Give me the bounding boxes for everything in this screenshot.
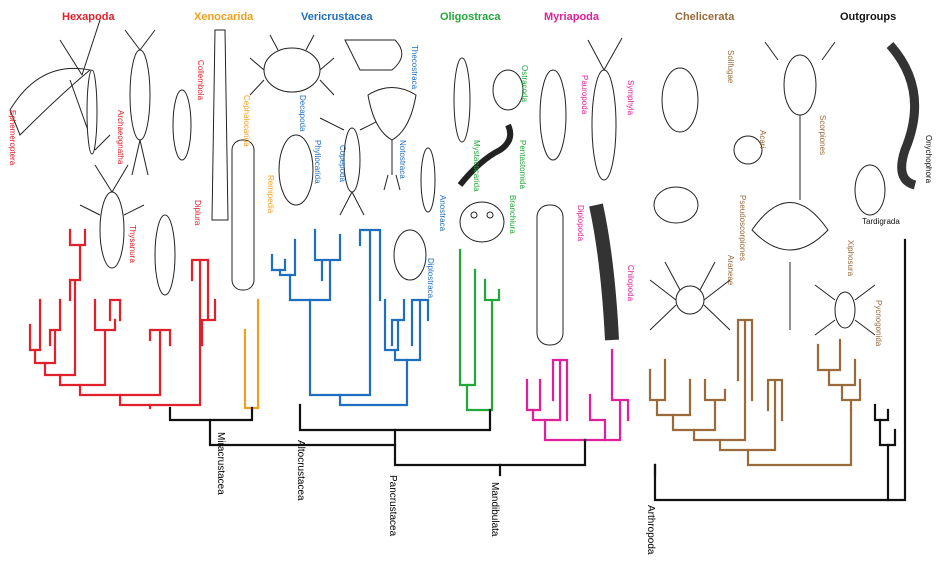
oligostraca-clade xyxy=(460,250,499,410)
chilopoda-illustration xyxy=(596,205,612,340)
myriapoda-clade xyxy=(527,350,628,440)
solifugae-illustration xyxy=(662,68,698,132)
node-labels: Miracrustacea Altocrustacea Pancrustacea… xyxy=(215,432,656,555)
label-mystacocarida: Mystacocarida xyxy=(472,140,481,192)
symphyla-illustration xyxy=(588,38,622,180)
label-collembola: Collembola xyxy=(196,60,205,101)
hexapoda-clade xyxy=(30,230,215,408)
notostraca-illustration xyxy=(368,88,416,191)
xiphosura-illustration xyxy=(752,203,828,331)
header-chelicerata: Chelicerata xyxy=(675,11,735,23)
label-scorpiones: Scorpiones xyxy=(818,115,827,155)
label-phyllocarida: Phyllocarida xyxy=(313,140,322,184)
label-decapoda: Decapoda xyxy=(298,95,307,132)
diplostraca-illustration xyxy=(394,230,426,280)
label-diplura: Diplura xyxy=(193,200,202,226)
node-mandibulata: Mandibulata xyxy=(489,482,500,537)
group-headers: Hexapoda Xenocarida Vericrustacea Oligos… xyxy=(62,11,896,23)
label-pentastomida: Pentastomida xyxy=(518,140,527,189)
label-pseudoscorpiones: Pseudoscorpiones xyxy=(738,195,747,261)
copepoda-illustration xyxy=(320,118,384,215)
backbone xyxy=(170,405,888,500)
label-cephalocarida: Cephalocarida xyxy=(242,95,251,147)
acari-illustration xyxy=(734,136,762,164)
header-hexapoda: Hexapoda xyxy=(62,11,115,23)
node-altocrustacea: Altocrustacea xyxy=(295,440,306,501)
label-thecostraca: Thecostraca xyxy=(410,45,419,90)
label-anostraca: Anostraca xyxy=(438,195,447,232)
label-xiphosura: Xiphosura xyxy=(846,240,855,277)
tardigrada-illustration xyxy=(855,165,885,215)
node-arthropoda: Arthropoda xyxy=(645,505,656,555)
anostraca-illustration xyxy=(421,148,435,212)
label-diplostraca: Diplostraca xyxy=(426,258,435,299)
pseudoscorpiones-illustration xyxy=(654,187,698,223)
remipedia-illustration xyxy=(232,140,254,290)
phyllocarida-illustration xyxy=(279,135,313,205)
cephalocarida-illustration xyxy=(212,30,228,220)
branchiura-illustration xyxy=(460,202,504,242)
label-remipedia: Remipedia xyxy=(266,175,275,214)
outgroups-clade xyxy=(875,240,905,500)
archaeognatha-illustration xyxy=(125,30,155,175)
mystacocarida-illustration xyxy=(454,58,470,142)
decapoda-illustration xyxy=(250,35,334,95)
chelicerata-clade xyxy=(650,320,860,465)
label-ephemeroptera: Ephemeroptera xyxy=(8,110,17,166)
label-pauropoda: Pauropoda xyxy=(580,75,589,115)
mayfly-illustration xyxy=(10,20,110,154)
label-onychophora: Onychophora xyxy=(924,135,933,184)
label-thysanura: Thysanura xyxy=(128,225,137,263)
label-pycnogonida: Pycnogonida xyxy=(874,300,883,347)
header-myriapoda: Myriapoda xyxy=(544,11,600,23)
label-chilopoda: Chilopoda xyxy=(626,265,635,302)
pycnogonida-illustration xyxy=(815,285,875,335)
header-vericrustacea: Vericrustacea xyxy=(301,11,373,23)
label-copepoda: Copepoda xyxy=(338,145,347,182)
diplura-illustration xyxy=(155,215,175,295)
header-outgroups: Outgroups xyxy=(840,11,896,23)
pentastomida-illustration xyxy=(460,125,510,185)
label-diplopoda: Diplopoda xyxy=(576,205,585,242)
pauropoda-illustration xyxy=(540,70,566,160)
thecostraca-illustration xyxy=(345,40,402,70)
label-symphyla: Symphyla xyxy=(626,80,635,116)
label-acari: Acari xyxy=(758,130,767,148)
node-miracrustacea: Miracrustacea xyxy=(215,432,226,495)
araneae-illustration xyxy=(650,262,730,330)
xenocarida-clade xyxy=(245,300,258,408)
header-oligostraca: Oligostraca xyxy=(440,11,501,23)
ostracoda-illustration xyxy=(493,70,523,110)
collembola-illustration xyxy=(173,90,191,160)
label-solifugae: Solifugae xyxy=(726,50,735,84)
onychophora-illustration xyxy=(890,45,915,185)
diplopoda-illustration xyxy=(537,205,563,345)
label-archaeognatha: Archaeognatha xyxy=(116,110,125,165)
label-tardigrada: Tardigrada xyxy=(862,217,900,226)
node-pancrustacea: Pancrustacea xyxy=(387,475,398,537)
label-ostracoda: Ostracoda xyxy=(520,65,529,102)
label-notostraca: Notostraca xyxy=(398,140,407,179)
header-xenocarida: Xenocarida xyxy=(194,11,254,23)
animal-illustrations xyxy=(10,20,915,345)
label-araneae: Araneae xyxy=(726,255,735,286)
label-branchiura: Branchiura xyxy=(508,195,517,234)
